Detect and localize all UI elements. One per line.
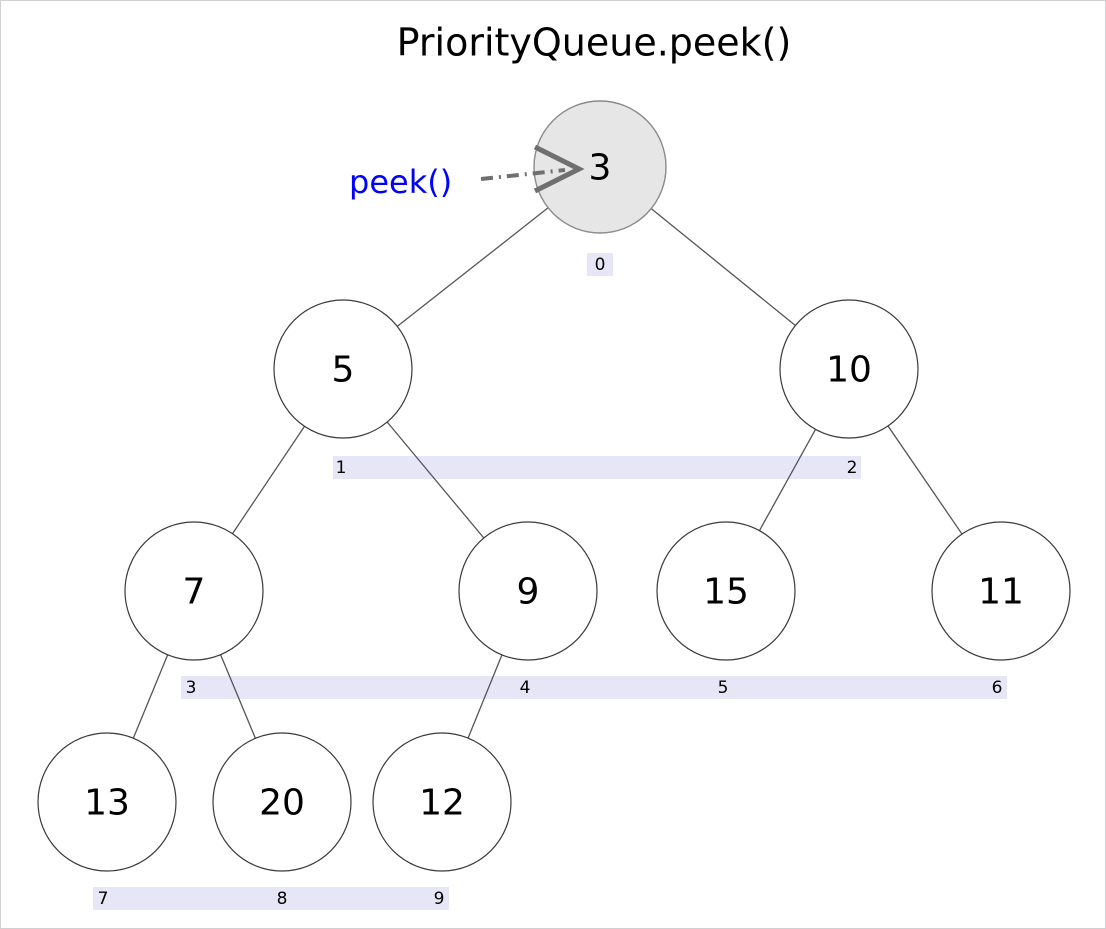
peek-annotation-label: peek() <box>349 163 452 201</box>
tree-edge-3-to-10 <box>650 208 796 327</box>
tree-edges-group <box>132 207 963 739</box>
tree-node-7[interactable] <box>124 521 264 661</box>
tree-node-9[interactable] <box>458 521 598 661</box>
tree-node-12[interactable] <box>372 732 512 872</box>
page-title: PriorityQueue.peek() <box>397 21 792 65</box>
tree-node-20[interactable] <box>212 732 352 872</box>
index-label-7: 7 <box>98 889 109 909</box>
tree-node-label-9: 9 <box>517 572 540 613</box>
tree-node-label-11: 11 <box>978 572 1024 613</box>
tree-node-label-7: 7 <box>183 572 206 613</box>
tree-edge-3-to-5 <box>396 207 549 327</box>
index-label-9: 9 <box>434 889 445 909</box>
tree-edge-5-to-7 <box>231 425 306 535</box>
tree-edge-7-to-13 <box>132 654 169 739</box>
peek-arrow-line <box>480 168 566 181</box>
tree-edge-7-to-20 <box>219 654 257 739</box>
index-bar-level-2 <box>181 676 1007 699</box>
tree-node-15[interactable] <box>656 521 796 661</box>
index-bar-level-1 <box>333 456 861 479</box>
tree-node-11[interactable] <box>931 521 1071 661</box>
tree-node-label-10: 10 <box>826 350 872 391</box>
tree-node-3[interactable] <box>533 100 667 234</box>
tree-node-label-5: 5 <box>332 350 355 391</box>
tree-edge-10-to-11 <box>887 425 963 535</box>
index-label-0: 0 <box>595 255 606 275</box>
peek-arrow-head-icon <box>533 144 585 194</box>
tree-edge-10-to-15 <box>758 429 817 531</box>
peek-annotation-group: peek() <box>349 144 585 201</box>
index-label-6: 6 <box>992 678 1003 698</box>
index-label-4: 4 <box>520 678 531 698</box>
tree-node-13[interactable] <box>37 732 177 872</box>
index-label-5: 5 <box>718 678 729 698</box>
tree-node-label-20: 20 <box>259 783 305 824</box>
tree-node-label-3: 3 <box>589 148 612 189</box>
tree-node-5[interactable] <box>273 299 413 439</box>
index-label-2: 2 <box>847 458 858 478</box>
tree-node-label-12: 12 <box>419 783 465 824</box>
tree-edge-9-to-12 <box>467 654 503 739</box>
index-label-1: 1 <box>336 458 347 478</box>
index-bar-level-0 <box>587 253 613 276</box>
tree-node-10[interactable] <box>779 299 919 439</box>
index-label-3: 3 <box>186 678 197 698</box>
index-bar-level-3 <box>93 887 449 910</box>
tree-edge-5-to-9 <box>386 421 485 539</box>
tree-node-label-13: 13 <box>84 783 130 824</box>
tree-node-label-15: 15 <box>703 572 749 613</box>
index-label-8: 8 <box>277 889 288 909</box>
